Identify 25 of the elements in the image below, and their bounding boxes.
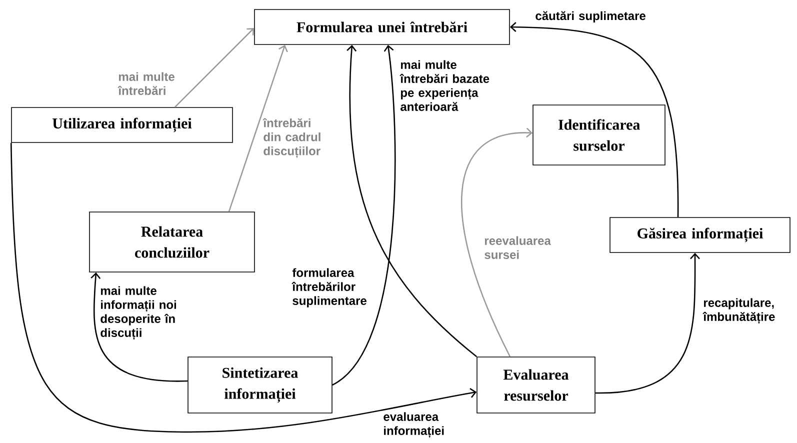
process-box: Identificarea surselor — [532, 104, 666, 166]
arrow — [228, 44, 288, 212]
edge-label: căutări suplimetare — [536, 11, 646, 22]
arrow — [10, 142, 477, 433]
arrow — [174, 28, 254, 108]
arrow — [595, 252, 700, 394]
edge-label: mai multe informații noi desoperite în discuții — [100, 286, 176, 340]
process-box: Formularea unei întrebări — [254, 9, 510, 45]
edge-label: mai multe întrebări bazate pe experiența anterioară — [400, 60, 490, 111]
edge-label: formularea întrebărilor suplimentare — [292, 268, 366, 308]
process-box: Utilizarea informației — [11, 107, 233, 143]
edge-label: evaluarea informației — [384, 412, 444, 438]
edge-label: mai multe întrebări — [118, 72, 174, 95]
arrow — [461, 128, 533, 357]
arrow — [346, 44, 478, 358]
process-box: Găsirea informației — [610, 217, 790, 253]
arrow — [332, 44, 396, 386]
process-box: Evaluarea resurselor — [476, 356, 596, 414]
edge-label: întrebări din cadrul discuțiilor — [262, 118, 320, 158]
process-box: Sintetizarea informației — [188, 356, 332, 414]
edge-label: reevaluarea sursei — [484, 236, 551, 259]
edge-label: recapitulare, îmbunătățire — [702, 298, 775, 324]
arrow — [90, 272, 188, 382]
arrow — [510, 22, 679, 218]
process-box: Relatarea concluziilor — [89, 212, 255, 272]
